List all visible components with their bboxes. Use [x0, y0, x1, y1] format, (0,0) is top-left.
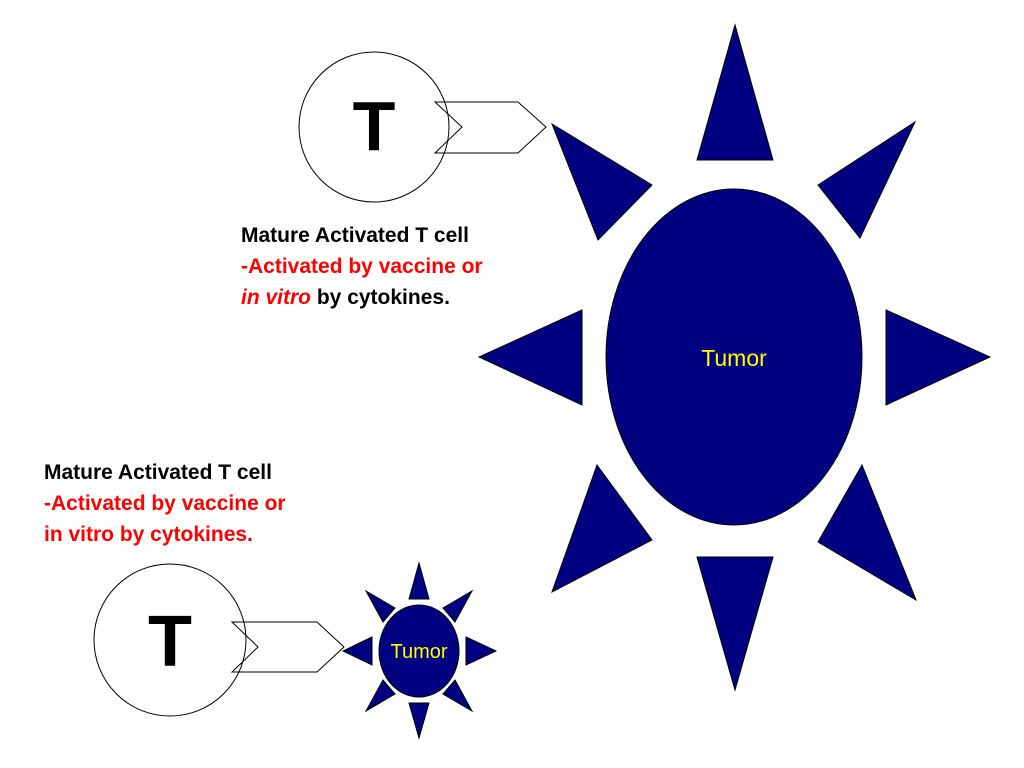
large-tumor-spike-top	[696, 23, 774, 161]
large-tumor-spike-bottom-right	[817, 463, 918, 602]
top-caption: Mature Activated T cell -Activated by va…	[241, 220, 483, 313]
top-caption-line3: in vitro by cytokines.	[241, 282, 483, 313]
small-tumor: Tumor	[341, 561, 498, 740]
small-tumor-label: Tumor	[390, 641, 447, 663]
small-tumor-spike-top-left	[364, 589, 396, 623]
small-tumor-spike-top	[408, 561, 430, 600]
large-tumor-spike-top-right	[817, 120, 917, 239]
small-tumor-spike-bottom-right	[442, 679, 474, 713]
top-caption-line2: -Activated by vaccine or	[241, 255, 483, 278]
top-t-cell-receptor	[433, 101, 547, 154]
large-tumor-spike-bottom	[696, 556, 774, 692]
top-t-cell-label: T	[353, 87, 396, 165]
large-tumor-spike-bottom-left	[551, 463, 653, 594]
bottom-t-cell: T	[93, 563, 345, 717]
bottom-t-cell-receptor	[230, 621, 345, 673]
large-tumor-spike-right	[885, 309, 992, 406]
small-tumor-body	[378, 604, 460, 698]
top-caption-title: Mature Activated T cell	[241, 224, 469, 247]
top-caption-by-cytokines: by cytokines.	[311, 286, 450, 309]
small-tumor-spike-bottom-left	[364, 679, 396, 713]
large-tumor-label: Tumor	[701, 345, 767, 371]
top-t-cell-body	[298, 51, 450, 203]
large-tumor: Tumor	[477, 23, 992, 692]
bottom-caption: Mature Activated T cell -Activated by va…	[44, 457, 286, 550]
bottom-t-cell-body	[93, 563, 247, 717]
small-tumor-spike-left	[341, 636, 373, 666]
bottom-caption-line3: in vitro by cytokines.	[44, 523, 253, 546]
large-tumor-body	[605, 188, 863, 526]
bottom-caption-title: Mature Activated T cell	[44, 461, 272, 484]
top-t-cell: T	[298, 51, 547, 203]
top-caption-in-vitro: in vitro	[241, 286, 312, 309]
large-tumor-spike-top-left	[550, 122, 653, 241]
bottom-t-cell-label: T	[148, 602, 192, 682]
small-tumor-spike-bottom	[408, 702, 430, 740]
large-tumor-spike-left	[477, 309, 583, 406]
bottom-caption-line2: -Activated by vaccine or	[44, 492, 286, 515]
small-tumor-spike-right	[465, 636, 498, 666]
small-tumor-spike-top-right	[442, 589, 474, 623]
